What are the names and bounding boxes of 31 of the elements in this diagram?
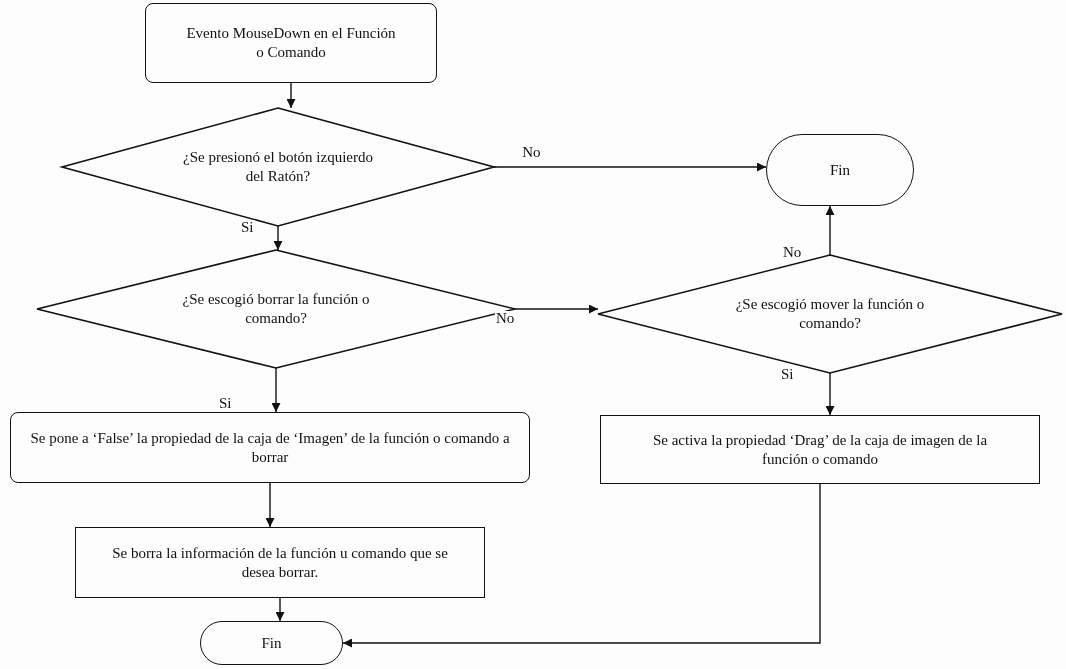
node-text: Fin	[830, 160, 850, 180]
arrow	[286, 82, 296, 109]
node-text: Evento MouseDown en el Función o Comando	[185, 24, 397, 62]
arrow	[493, 162, 767, 172]
process-box	[75, 527, 485, 598]
edge-label: No	[521, 145, 542, 160]
node-text: ¿Se escogió borrar la función o comando?	[181, 290, 371, 328]
arrow	[825, 205, 835, 256]
node-text: Se borra la información de la función u comando que se desea borrar.	[111, 543, 449, 582]
end-terminal	[200, 621, 343, 665]
node-text: Se activa la propiedad ‘Drag’ de la caja de imagen de la función o comando	[651, 430, 989, 469]
edge-label: Si	[218, 396, 233, 411]
start-box	[145, 3, 437, 83]
arrow	[265, 482, 275, 528]
node-text: ¿Se escogió mover la función o comando?	[734, 295, 926, 333]
edge-label: No	[782, 245, 803, 260]
arrow	[342, 483, 821, 648]
edge-label: Si	[780, 367, 795, 382]
arrow	[273, 225, 283, 251]
node-text: Se pone a ‘False’ la propiedad de la caja de ‘Imagen’ de la función o comando a borrar	[29, 428, 511, 467]
decision-diamond	[37, 250, 515, 368]
arrow	[514, 304, 599, 314]
node-text: Fin	[261, 633, 282, 653]
process-box	[600, 415, 1040, 484]
node-text: ¿Se presionó el botón izquierdo del Ratón?	[182, 148, 374, 186]
edge-label: Si	[240, 220, 255, 235]
arrow	[271, 367, 281, 413]
edge-label: No	[495, 311, 516, 326]
arrow	[275, 597, 285, 622]
process-box	[10, 412, 530, 483]
arrow	[825, 372, 835, 416]
